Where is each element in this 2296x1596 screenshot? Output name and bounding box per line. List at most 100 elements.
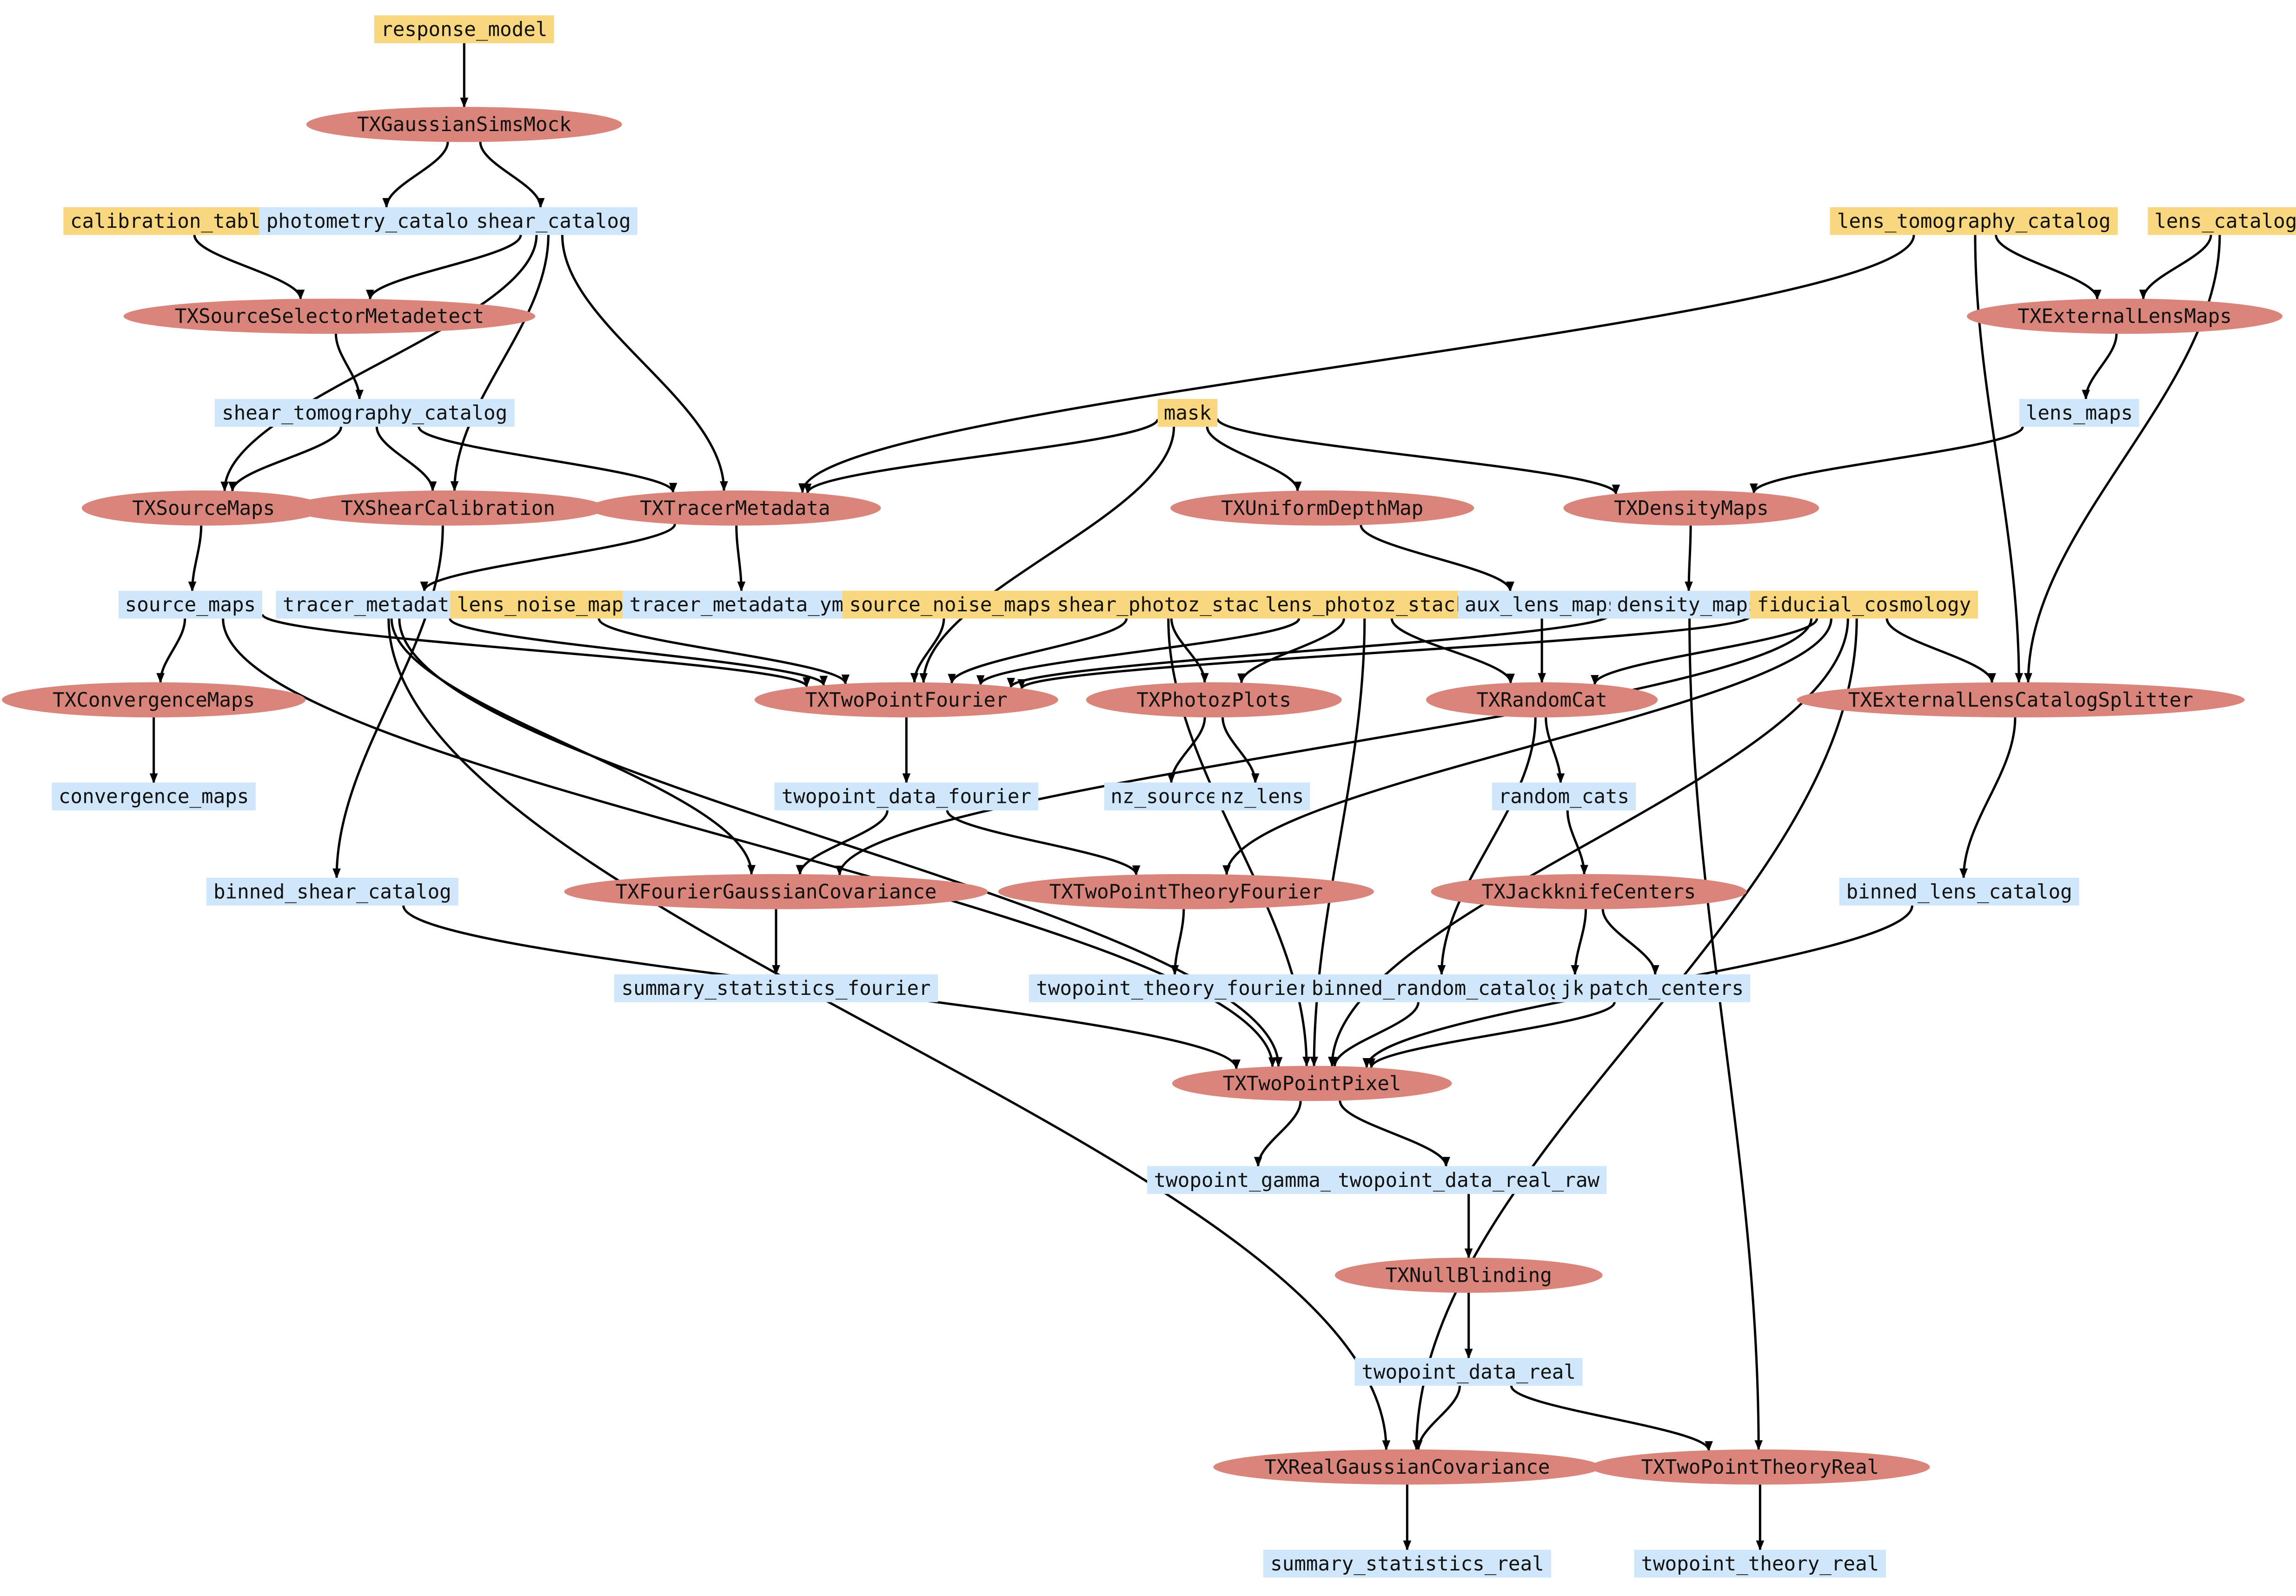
output-file-box	[259, 207, 488, 235]
node-summary-statistics-real: summary_statistics_real	[1263, 1550, 1551, 1578]
node-label: shear_photoz_stack	[1057, 594, 1271, 616]
node-source-maps: source_maps	[118, 590, 263, 619]
edge-shear-tomography-catalog-to-txshearcalibration	[375, 426, 437, 492]
stage-ellipse	[1563, 490, 1819, 526]
edge-twopoint-data-fourier-to-txfouriergaussiancovariance	[796, 810, 889, 875]
output-file-box	[469, 207, 637, 235]
input-file-box	[1258, 590, 1474, 619]
output-file-box	[276, 590, 468, 619]
node-label: TXTracerMetadata	[640, 497, 830, 520]
node-txtwopointtheoryreal: TXTwoPointTheoryReal	[1590, 1449, 1930, 1485]
node-txgaussiansimsmock: TXGaussianSimsMock	[306, 106, 622, 142]
edge-txsourcemaps-to-source-maps	[188, 525, 203, 592]
node-label: binned_lens_catalog	[1846, 881, 2072, 903]
output-file-box	[206, 877, 458, 906]
node-txuniformdepthmap: TXUniformDepthMap	[1170, 490, 1474, 526]
node-txsourcemaps: TXSourceMaps	[81, 490, 325, 526]
edge-mask-to-txuniformdepthmap	[1206, 426, 1302, 492]
input-file-box	[1050, 590, 1278, 619]
edge-fiducial-cosmology-to-txexternallenscatalogsplitter	[1885, 618, 1996, 684]
output-file-box	[1839, 877, 2079, 906]
node-label: tracer_metadata	[283, 594, 461, 616]
output-file-box	[614, 974, 938, 1002]
node-label: TXExternalLensCatalogSplitter	[1848, 689, 2193, 712]
stage-ellipse	[1797, 682, 2245, 718]
stage-ellipse	[998, 874, 1374, 909]
node-label: TXPhotozPlots	[1136, 689, 1291, 712]
node-shear-tomography-catalog: shear_tomography_catalog	[214, 399, 515, 427]
node-twopoint-data-fourier: twopoint_data_fourier	[774, 782, 1039, 811]
output-file-box	[214, 399, 515, 427]
edge-twopoint-data-fourier-to-txtwopointtheoryfourier	[946, 810, 1141, 876]
node-twopoint-theory-real: twopoint_theory_real	[1634, 1550, 1886, 1578]
node-label: twopoint_data_real_raw	[1338, 1169, 1599, 1192]
output-file-box	[1492, 782, 1636, 811]
node-label: random_cats	[1499, 786, 1629, 808]
node-txexternallensmaps: TXExternalLensMaps	[1967, 298, 2283, 334]
node-twopoint-data-real: twopoint_data_real	[1354, 1358, 1583, 1386]
edge-fiducial-cosmology-to-txtwopointfourier	[1017, 615, 1752, 689]
output-file-box	[1029, 974, 1317, 1002]
node-fiducial-cosmology: fiducial_cosmology	[1750, 590, 1978, 619]
node-txrandomcat: TXRandomCat	[1426, 682, 1658, 718]
stage-ellipse	[589, 490, 881, 526]
node-label: twopoint_data_real	[1361, 1361, 1576, 1384]
output-file-box	[1458, 590, 1626, 619]
input-file-box	[1830, 207, 2118, 235]
stage-ellipse	[1334, 1258, 1603, 1293]
edge-mask-to-txtracermetadata	[803, 418, 1159, 494]
edge-lens-tomography-catalog-to-txexternallenscatalogsplitter	[1974, 235, 2023, 683]
node-label: twopoint_data_fourier	[782, 786, 1031, 808]
edge-lens-photoz-stack-to-txphotozplots	[1237, 618, 1345, 684]
node-label: TXGaussianSimsMock	[357, 113, 571, 136]
output-file-box	[774, 782, 1039, 811]
node-label: TXConvergenceMaps	[53, 689, 255, 712]
edge-source-maps-to-txtwopointfourier	[261, 613, 811, 688]
edge-patch-centers-to-txtwopointpixel	[1367, 1001, 1616, 1069]
output-file-box	[118, 590, 263, 619]
node-binned-shear-catalog: binned_shear_catalog	[206, 877, 458, 906]
node-label: calibration_table	[70, 210, 272, 233]
edge-txtwopointtheoryfourier-to-twopoint-theory-fourier	[1170, 909, 1185, 976]
node-tracer-metadata-yml: tracer_metadata_yml	[622, 590, 863, 619]
node-lens-maps: lens_maps	[2019, 399, 2139, 427]
node-txtwopointpixel: TXTwoPointPixel	[1172, 1066, 1452, 1101]
node-txphotozplots: TXPhotozPlots	[1086, 682, 1342, 718]
edge-txexternallensmaps-to-lens-maps	[2082, 333, 2118, 400]
edge-txtracermetadata-to-tracer-metadata-yml	[735, 525, 746, 592]
edge-shear-tomography-catalog-to-txtracermetadata	[418, 426, 677, 493]
node-label: summary_statistics_fourier	[621, 977, 930, 1000]
edge-txshearcalibration-to-binned-shear-catalog	[332, 525, 444, 879]
node-label: TXFourierGaussianCovariance	[616, 881, 937, 903]
output-file-box	[1147, 1166, 1351, 1194]
edge-shear-photoz-stack-to-txtwopointfourier	[948, 618, 1128, 684]
node-label: TXSourceMaps	[132, 497, 275, 520]
output-file-box	[1263, 1550, 1551, 1578]
node-nz-lens: nz_lens	[1214, 782, 1310, 811]
edge-txphotozplots-to-nz-lens	[1221, 717, 1260, 784]
edge-fiducial-cosmology-to-txrandomcat	[1591, 618, 1818, 685]
node-label: lens_catalog	[2154, 210, 2296, 233]
edge-txtwopointpixel-to-twopoint-data-real-raw	[1339, 1100, 1450, 1167]
output-file-box	[1610, 590, 1766, 619]
edge-lens-tomography-catalog-to-txexternallensmaps	[1995, 234, 2102, 300]
node-aux-lens-maps: aux_lens_maps	[1458, 590, 1626, 619]
edge-txdensitymaps-to-density-maps	[1685, 525, 1693, 592]
input-file-box	[450, 590, 642, 619]
node-txrealgaussiancovariance: TXRealGaussianCovariance	[1213, 1449, 1601, 1485]
node-tracer-metadata: tracer_metadata	[276, 590, 468, 619]
node-txjackknifecenters: TXJackknifeCenters	[1431, 874, 1747, 909]
node-label: TXExternalLensMaps	[2017, 305, 2232, 328]
edge-tracer-metadata-to-txtwopointfourier	[449, 618, 828, 686]
node-lens-catalog: lens_catalog	[2148, 207, 2296, 235]
node-txtwopointfourier: TXTwoPointFourier	[754, 682, 1058, 718]
node-label: TXSourceSelectorMetadetect	[175, 305, 484, 328]
node-layer: response_modelTXGaussianSimsMockcalibrat…	[2, 15, 2296, 1578]
edge-txgaussiansimsmock-to-photometry-catalog	[382, 141, 449, 208]
edge-txsourceselectormetadetect-to-shear-tomography-catalog	[334, 333, 364, 400]
node-txtwopointtheoryfourier: TXTwoPointTheoryFourier	[998, 874, 1374, 909]
node-label: twopoint_theory_fourier	[1036, 977, 1310, 1000]
node-label: summary_statistics_real	[1270, 1553, 1544, 1576]
output-file-box	[622, 590, 863, 619]
